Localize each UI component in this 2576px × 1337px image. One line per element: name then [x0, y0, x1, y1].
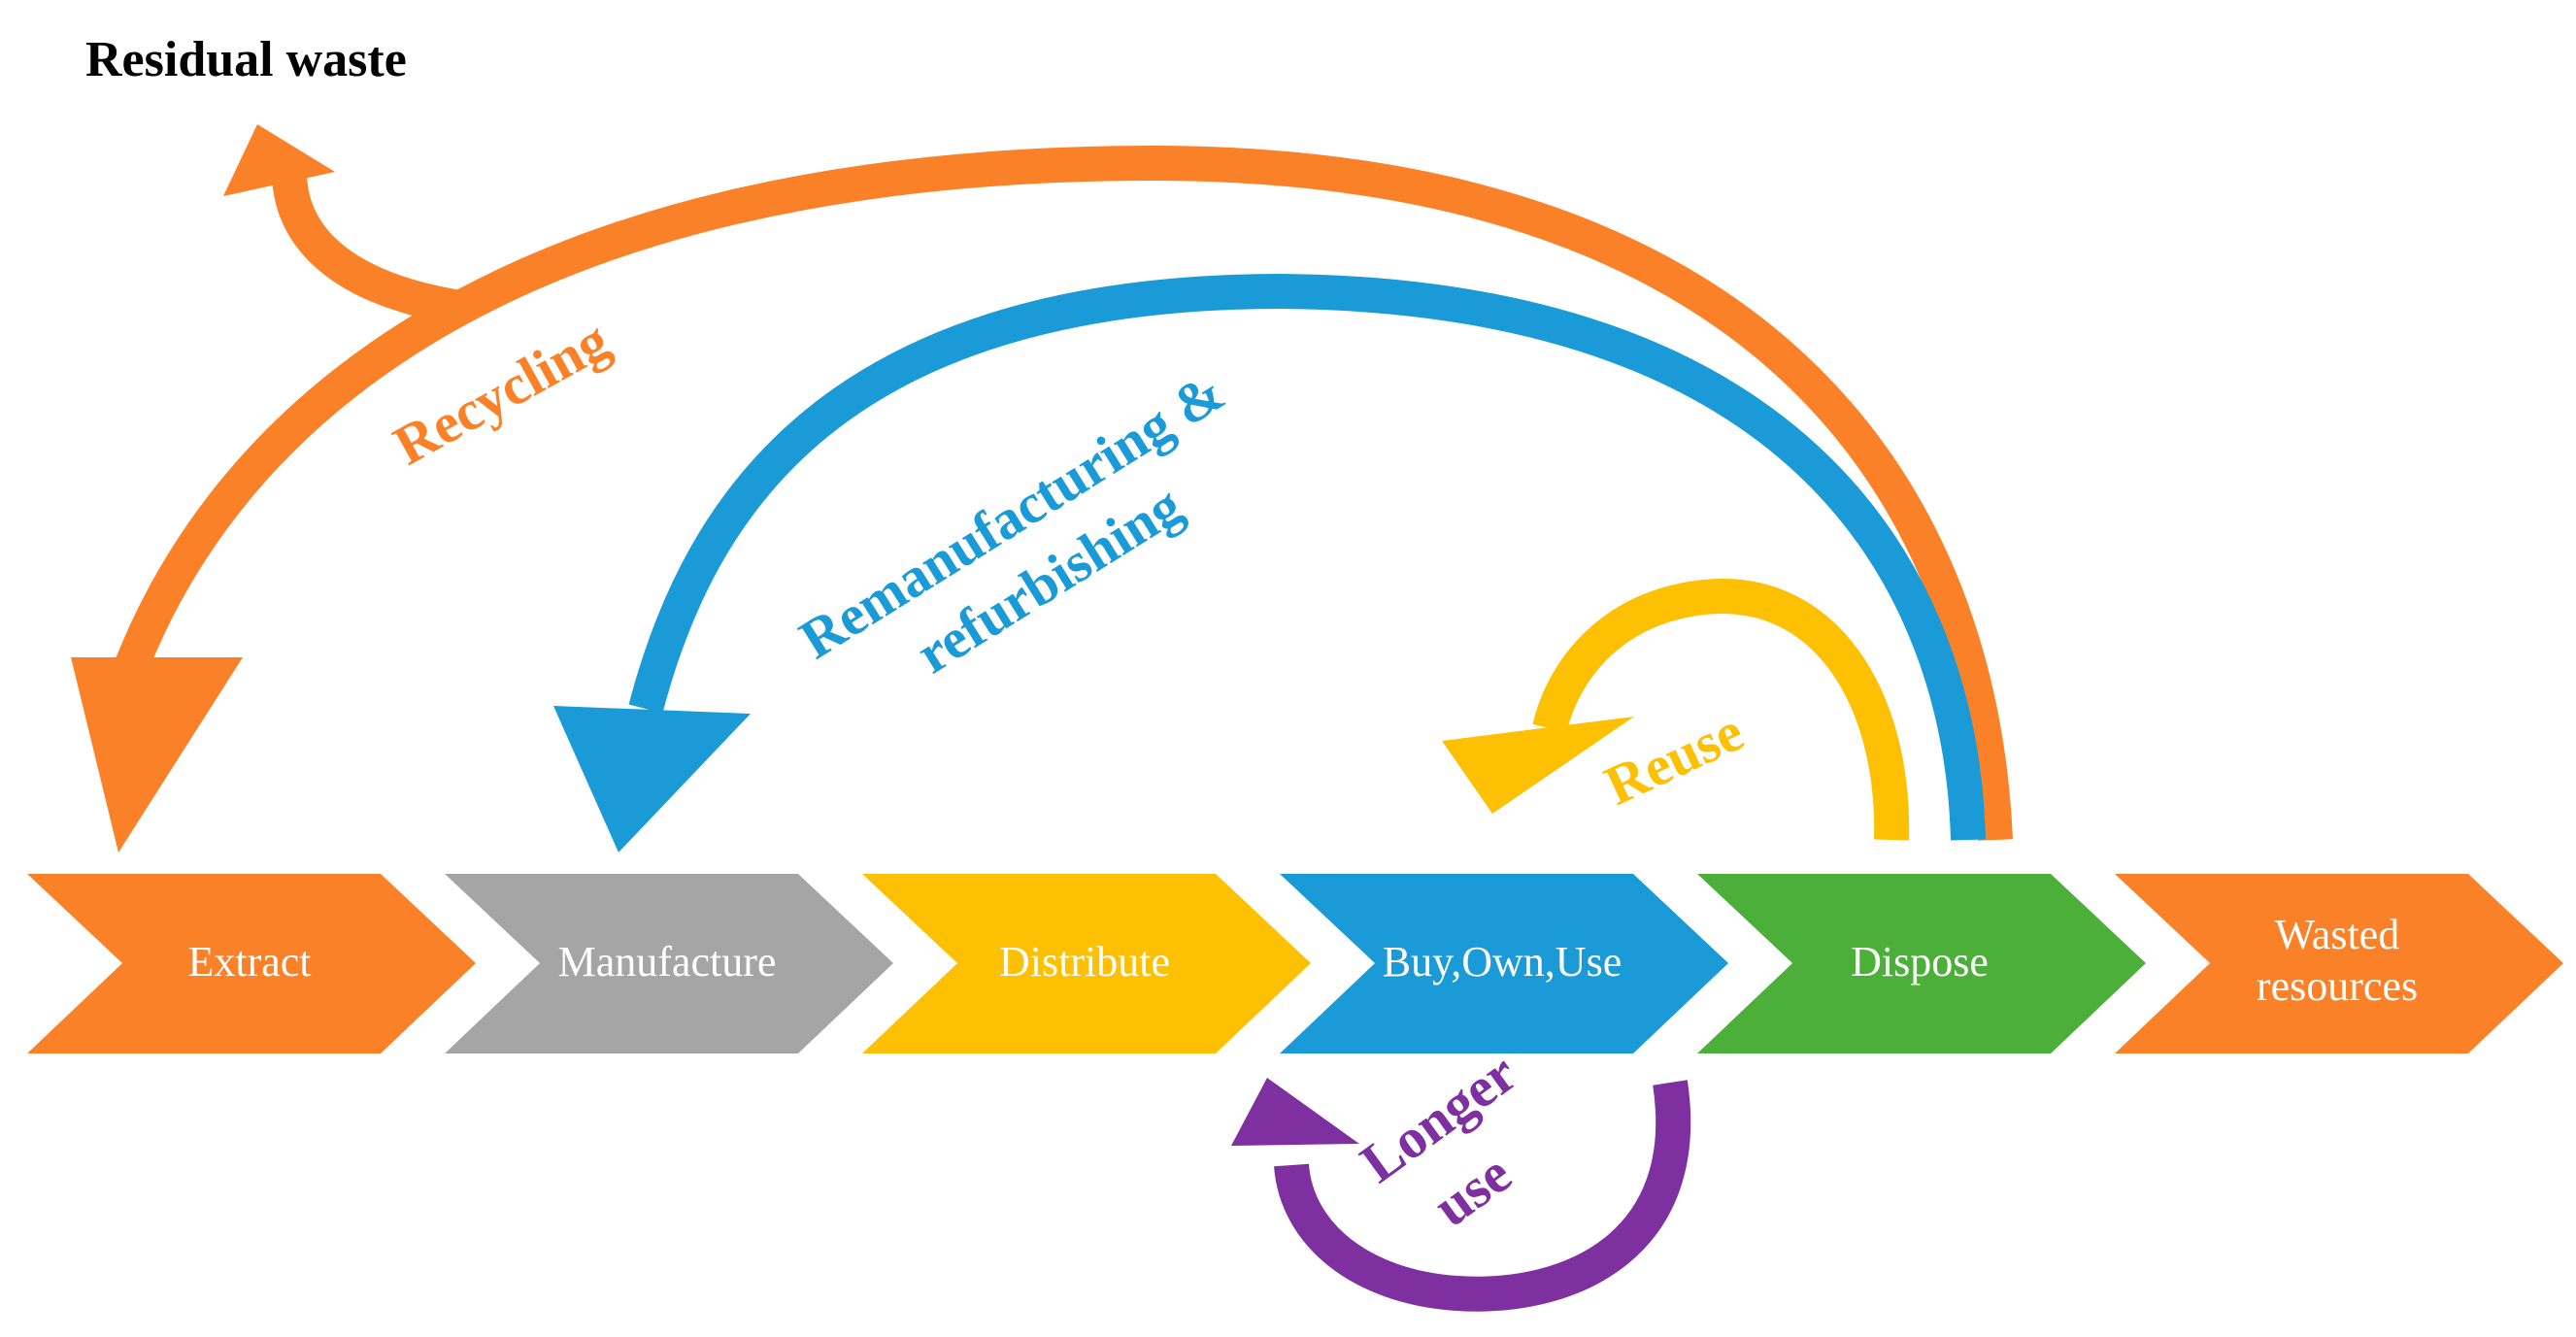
chevron-shape: [1280, 874, 1728, 1053]
chevron-shape: [1697, 874, 2146, 1053]
process-chain: Extract Manufacture Distribute Buy,Own,U…: [27, 874, 2563, 1053]
reuse-loop: [1442, 579, 1910, 841]
stage-dispose: Dispose: [1697, 874, 2146, 1053]
stage-distribute: Distribute: [862, 874, 1311, 1053]
longer-use-arrowhead: [1231, 1078, 1359, 1146]
chevron-shape: [2115, 874, 2563, 1053]
longer-use-arc: [1274, 1080, 1691, 1312]
stage-label-wasted-resources-line2: resources: [2257, 962, 2418, 1010]
stage-label-manufacture: Manufacture: [558, 938, 777, 986]
stage-label-wasted-resources: Wasted: [2275, 911, 2399, 958]
stage-label-distribute: Distribute: [999, 938, 1170, 986]
stage-wasted-resources: Wasted resources: [2115, 874, 2563, 1053]
reuse-label: Reuse: [1595, 699, 1753, 818]
longer-use-label: Longer use: [1349, 1041, 1527, 1239]
stage-label-buy-own-use: Buy,Own,Use: [1383, 938, 1622, 986]
reuse-arc: [1532, 579, 1910, 841]
stage-label-dispose: Dispose: [1851, 938, 1989, 986]
recycling-arrowhead: [71, 657, 243, 852]
remanufacturing-arrowhead: [553, 706, 751, 852]
chevron-shape: [27, 874, 476, 1053]
reuse-arrowhead: [1442, 717, 1634, 814]
residual-waste-branch: [272, 173, 469, 326]
recycling-arc: [110, 145, 2013, 841]
longer-use-loop: [1231, 1078, 1691, 1312]
remanufacturing-loop: [553, 273, 1986, 852]
chevron-shape: [862, 874, 1311, 1053]
chevron-shape: [445, 874, 893, 1053]
remanufacturing-arc: [628, 273, 1986, 841]
recycling-loop: [71, 124, 2013, 852]
diagram-title: Residual waste: [85, 32, 407, 87]
stage-manufacture: Manufacture: [445, 874, 893, 1053]
stage-extract: Extract: [27, 874, 476, 1053]
residual-waste-arrowhead: [223, 124, 335, 196]
stage-label-extract: Extract: [187, 938, 311, 986]
stage-buy-own-use: Buy,Own,Use: [1280, 874, 1728, 1053]
